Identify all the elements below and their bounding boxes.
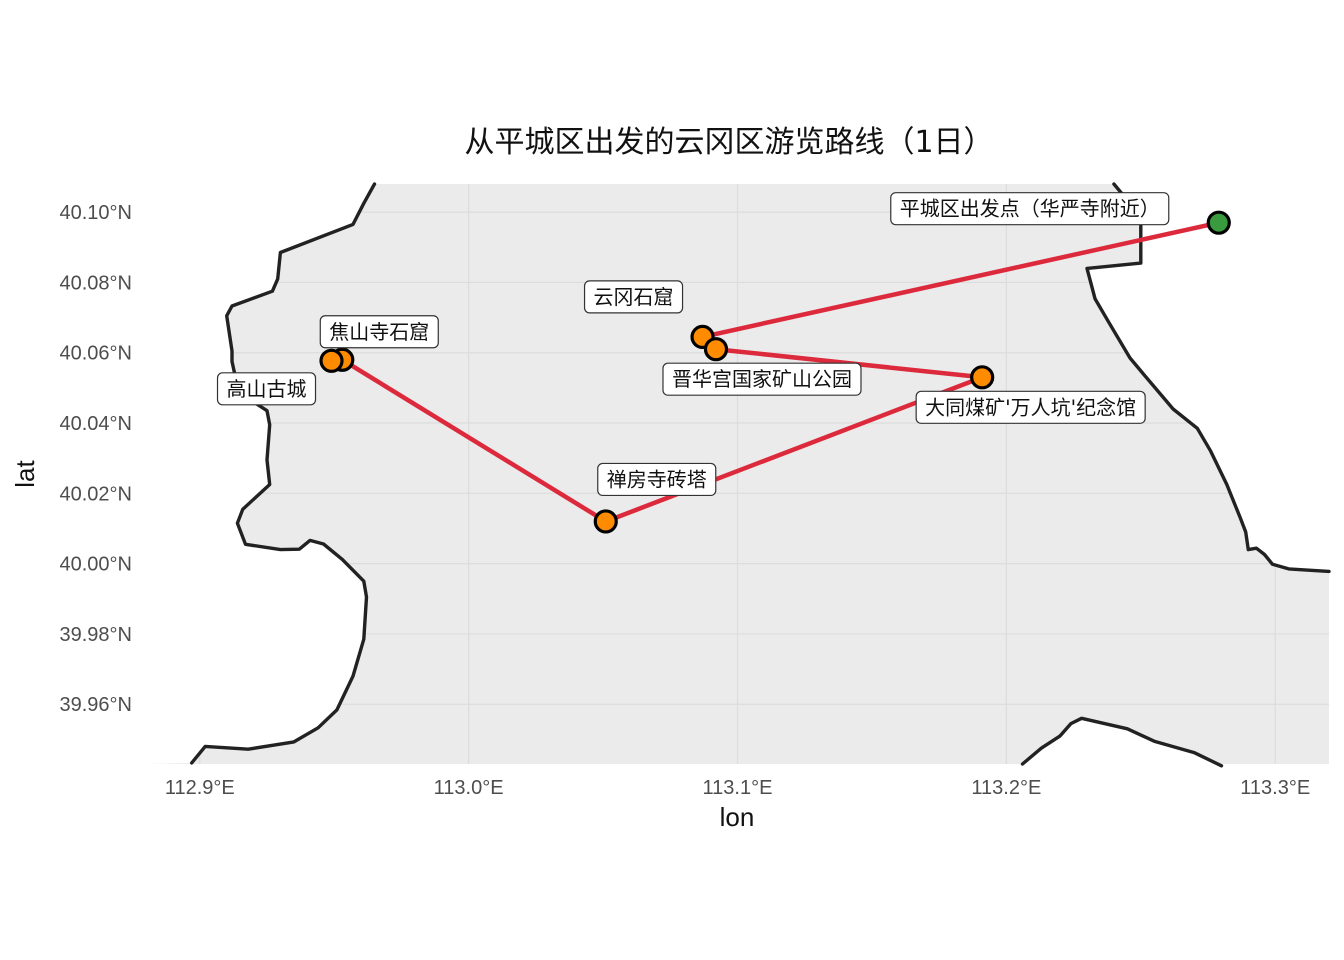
label-box — [597, 462, 717, 497]
label-text: 大同煤矿'万人坑'纪念馆 — [925, 395, 1136, 419]
stop-point-marker — [970, 365, 995, 390]
poi-label: 晋华宫国家矿山公园 — [662, 362, 862, 396]
poi-markers — [319, 210, 1231, 534]
x-axis-ticks: 112.9°E 113.0°E 113.1°E 113.2°E 113.3°E — [165, 777, 1310, 799]
boundary-line-southeast — [1020, 716, 1224, 768]
poi-label: 大同煤矿'万人坑'纪念馆 — [915, 390, 1146, 424]
poi-label: 禅房寺砖塔 — [597, 462, 717, 497]
label-box — [915, 390, 1146, 424]
y-tick-label: 40.00°N — [60, 554, 133, 576]
label-box — [319, 315, 439, 349]
x-tick-label: 113.0°E — [434, 777, 504, 799]
label-box — [583, 280, 684, 314]
boundary-line-west — [189, 182, 377, 765]
label-text: 禅房寺砖塔 — [607, 467, 707, 491]
label-box — [662, 362, 862, 396]
poi-labels: 平城区出发点（华严寺附近） 云冈石窟晋华宫国家矿山公园大同煤矿'万人坑'纪念馆禅房… — [216, 192, 1170, 497]
label-box — [890, 192, 1170, 226]
boundary-line-northeast — [1085, 182, 1331, 574]
label-text: 高山古城 — [227, 377, 307, 401]
poi-label: 云冈石窟 — [583, 280, 684, 314]
x-tick-label: 112.9°E — [165, 777, 235, 799]
poi-label: 平城区出发点（华严寺附近） — [890, 192, 1170, 226]
poi-label: 高山古城 — [216, 372, 317, 406]
outside-region-northeast — [1087, 184, 1329, 572]
label-box — [216, 372, 317, 406]
label-text: 云冈石窟 — [594, 285, 674, 309]
x-axis-title: lon — [720, 802, 755, 832]
outside-region-west — [146, 184, 375, 764]
poi-label: 焦山寺石窟 — [319, 315, 439, 349]
y-tick-label: 40.10°N — [60, 202, 133, 224]
label-text: 焦山寺石窟 — [329, 320, 429, 344]
start-point-marker — [1206, 210, 1231, 235]
y-axis-title: lat — [10, 459, 40, 487]
y-axis-ticks: 39.96°N 39.98°N 40.00°N 40.02°N 40.04°N 40.06… — [60, 202, 133, 716]
outside-region-southeast — [1022, 718, 1329, 766]
label-text: 晋华宫国家矿山公园 — [672, 367, 852, 391]
y-tick-label: 40.02°N — [60, 483, 133, 505]
label-text: 平城区出发点（华严寺附近） — [900, 197, 1160, 221]
stop-point-marker — [593, 509, 618, 534]
y-tick-label: 40.06°N — [60, 343, 133, 365]
y-tick-label: 39.98°N — [60, 624, 133, 646]
stop-point-marker — [703, 337, 729, 362]
y-tick-label: 40.08°N — [60, 272, 133, 294]
map-title: 从平城区出发的云冈区游览路线（1日） — [464, 125, 993, 160]
x-tick-label: 113.1°E — [703, 777, 773, 799]
y-tick-label: 40.04°N — [60, 413, 133, 435]
x-tick-label: 113.3°E — [1240, 777, 1310, 799]
x-tick-label: 113.2°E — [971, 777, 1041, 799]
stop-point-marker — [319, 348, 344, 373]
y-tick-label: 39.96°N — [60, 694, 133, 716]
